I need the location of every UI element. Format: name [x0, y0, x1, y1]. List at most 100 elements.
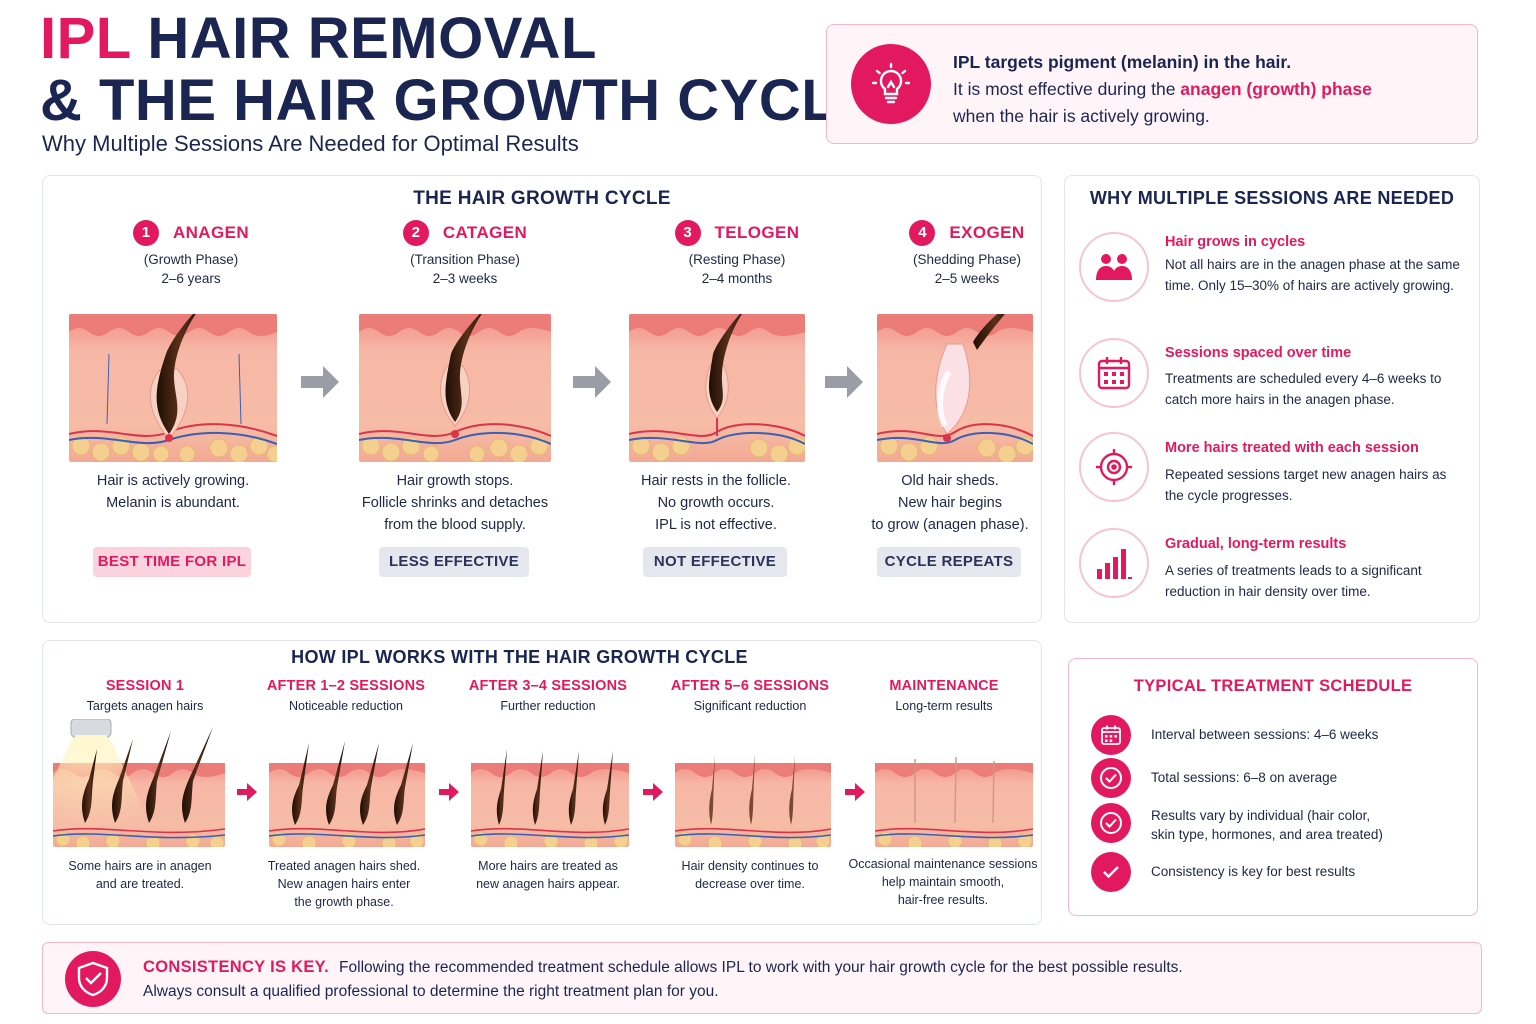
arrow-right-icon — [439, 783, 459, 806]
desc-line: new anagen hairs appear. — [476, 877, 620, 891]
why-item-gradual: Gradual, long-term results A series of t… — [1079, 528, 1469, 608]
desc-line: Treated anagen hairs shed. — [267, 859, 421, 873]
desc-line: Hair growth stops. — [396, 473, 514, 489]
calendar-icon — [1079, 338, 1149, 408]
desc-line: hair-free results. — [897, 893, 989, 907]
footer-heading: CONSISTENCY IS KEY. — [143, 958, 330, 976]
ipl-works-title: HOW IPL WORKS WITH THE HAIR GROWTH CYCLE — [291, 647, 748, 667]
stage-telogen-desc: Hair rests in the follicle. No growth oc… — [613, 470, 819, 536]
arrow-right-icon — [643, 783, 663, 806]
shield-check-icon — [65, 951, 121, 1007]
telogen-illustration — [629, 314, 805, 462]
check-circle-icon — [1091, 758, 1131, 798]
callout-line3: when the hair is actively growing. — [953, 106, 1210, 126]
session-desc: More hairs are treated as new anagen hai… — [453, 857, 643, 893]
session-desc: Treated anagen hairs shed. New anagen ha… — [249, 857, 439, 911]
why-text: Not all hairs are in the anagen phase at… — [1165, 257, 1460, 293]
session-heading: AFTER 5–6 SESSIONS — [670, 678, 830, 694]
desc-line: Hair density continues to — [681, 859, 819, 873]
session-desc: Occasional maintenance sessions help mai… — [843, 855, 1043, 909]
desc-line: Hair rests in the follicle. — [641, 473, 791, 489]
stage-duration: 2–5 weeks — [934, 271, 1000, 286]
desc-line: to grow (anagen phase). — [871, 517, 1029, 533]
title-part2: & THE HAIR GROWTH CYCLE — [40, 68, 877, 133]
ipl-works-panel: HOW IPL WORKS WITH THE HAIR GROWTH CYCLE… — [42, 640, 1042, 925]
stage-phase: (Shedding Phase) — [912, 252, 1022, 267]
session-heading: AFTER 1–2 SESSIONS — [266, 678, 426, 694]
stage-name: EXOGEN — [949, 223, 1025, 242]
check-icon — [1091, 852, 1131, 892]
schedule-text-line: Results vary by individual (hair color, — [1151, 808, 1371, 823]
arrow-right-icon — [573, 366, 611, 403]
stage-phase: (Resting Phase) — [688, 252, 786, 267]
arrow-right-icon — [825, 366, 863, 403]
session-heading: SESSION 1 — [105, 678, 185, 694]
desc-line: Some hairs are in anagen — [68, 859, 212, 873]
badge-less-effective: LESS EFFECTIVE — [379, 547, 529, 577]
desc-line: decrease over time. — [695, 877, 805, 891]
session-desc: Some hairs are in anagen and are treated… — [47, 857, 233, 893]
desc-line: Follicle shrinks and detaches — [361, 495, 549, 511]
title-part1: HAIR REMOVAL — [147, 6, 597, 71]
consistency-footer: CONSISTENCY IS KEY.Following the recomme… — [42, 942, 1482, 1014]
why-sessions-panel: WHY MULTIPLE SESSIONS ARE NEEDED Hair gr… — [1064, 175, 1480, 623]
maintenance-illustration — [875, 739, 1033, 847]
stage-number: 4 — [909, 220, 936, 246]
desc-line: the growth phase. — [294, 895, 394, 909]
footer-line2: Always consult a qualified professional … — [143, 983, 719, 1000]
stage-catagen-desc: Hair growth stops. Follicle shrinks and … — [341, 470, 569, 536]
callout-line2-pre: It is most effective during the — [953, 79, 1181, 99]
exogen-illustration — [877, 314, 1033, 462]
schedule-text: Total sessions: 6–8 on average — [1151, 770, 1338, 785]
session-3-illustration — [471, 739, 629, 847]
desc-line: No growth occurs. — [657, 495, 775, 511]
callout-line2: It is most effective during the anagen (… — [953, 76, 1372, 103]
target-icon — [1079, 432, 1149, 502]
callout-line1: IPL targets pigment (melanin) in the hai… — [953, 52, 1292, 72]
stage-phase: (Growth Phase) — [143, 252, 239, 267]
page-title: IPL HAIR REMOVAL & THE HAIR GROWTH CYCLE — [40, 8, 876, 132]
desc-line: Old hair sheds. — [901, 473, 999, 489]
people-icon — [1079, 232, 1149, 302]
treatment-schedule-panel: TYPICAL TREATMENT SCHEDULE Interval betw… — [1068, 658, 1478, 916]
lightbulb-icon — [851, 44, 931, 124]
why-item-spaced: Sessions spaced over time Treatments are… — [1079, 338, 1469, 418]
schedule-text: Interval between sessions: 4–6 weeks — [1151, 727, 1379, 742]
arrow-right-icon — [237, 783, 257, 806]
page-subtitle: Why Multiple Sessions Are Needed for Opt… — [42, 131, 579, 156]
stage-duration: 2–4 months — [701, 271, 773, 286]
desc-line: New anagen hairs enter — [277, 877, 411, 891]
why-heading: More hairs treated with each session — [1165, 440, 1419, 456]
catagen-illustration — [359, 314, 551, 462]
stage-duration: 2–6 years — [161, 271, 221, 286]
schedule-title: TYPICAL TREATMENT SCHEDULE — [1133, 677, 1413, 695]
schedule-text: Results vary by individual (hair color, … — [1151, 806, 1451, 844]
session-sub: Noticeable reduction — [289, 699, 403, 713]
stage-number: 2 — [402, 220, 429, 246]
schedule-text-line: skin type, hormones, and area treated) — [1151, 827, 1383, 842]
stage-duration: 2–3 weeks — [432, 271, 498, 286]
session-sub: Further reduction — [500, 699, 596, 713]
anagen-illustration — [69, 314, 277, 462]
stage-name: TELOGEN — [714, 223, 800, 242]
session-desc: Hair density continues to decrease over … — [655, 857, 845, 893]
stage-name: ANAGEN — [172, 223, 250, 242]
why-text: A series of treatments leads to a signif… — [1165, 563, 1422, 599]
bar-chart-icon — [1079, 528, 1149, 598]
stage-number: 1 — [132, 220, 159, 246]
stage-anagen-header: 1 ANAGEN (Growth Phase) 2–6 years — [101, 220, 281, 288]
why-heading: Hair grows in cycles — [1165, 234, 1306, 250]
stage-exogen-desc: Old hair sheds. New hair begins to grow … — [857, 470, 1043, 536]
footer-line1: CONSISTENCY IS KEY.Following the recomme… — [143, 958, 1183, 977]
stage-phase: (Transition Phase) — [410, 252, 520, 267]
callout-anagen-phase: anagen (growth) phase — [1180, 79, 1372, 99]
session-1-illustration — [53, 719, 225, 847]
desc-line: from the blood supply. — [384, 517, 526, 533]
desc-line: IPL is not effective. — [655, 517, 777, 533]
why-text: Repeated sessions target new anagen hair… — [1165, 467, 1447, 503]
check-circle-icon — [1091, 803, 1131, 843]
desc-line: Hair is actively growing. — [96, 473, 250, 489]
session-sub: Long-term results — [895, 699, 993, 713]
desc-line: More hairs are treated as — [478, 859, 618, 873]
